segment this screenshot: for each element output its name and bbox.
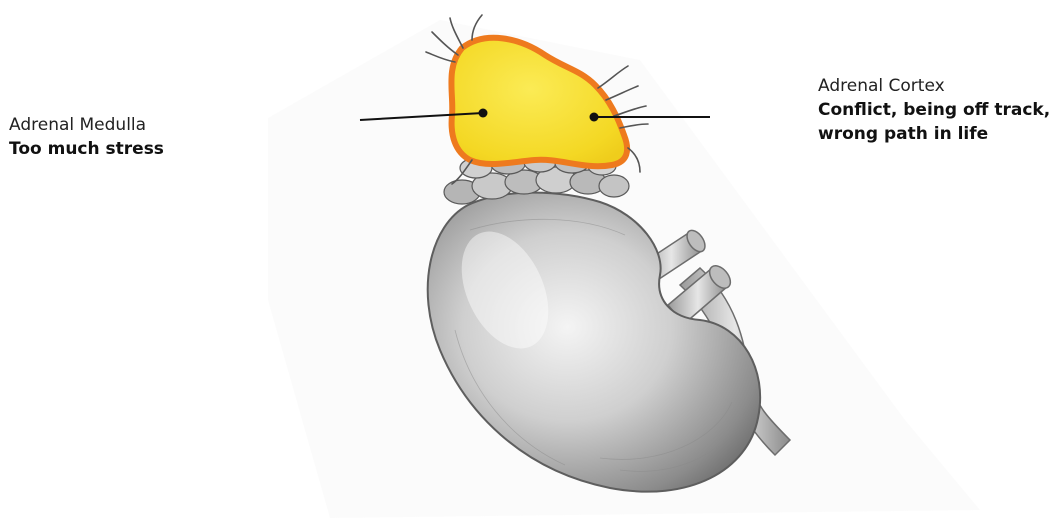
adrenal-cortex-name: Adrenal Cortex <box>818 74 1050 98</box>
adrenal-medulla-label: Adrenal Medulla Too much stress <box>9 113 164 161</box>
cortex-leader-dot <box>590 113 599 122</box>
adrenal-medulla-name: Adrenal Medulla <box>9 113 164 137</box>
medulla-leader-dot <box>479 109 488 118</box>
adrenal-cortex-description-line-1: Conflict, being off track, <box>818 98 1050 122</box>
adrenal-medulla-description: Too much stress <box>9 137 164 161</box>
adrenal-cortex-label: Adrenal Cortex Conflict, being off track… <box>818 74 1050 146</box>
adrenal-cortex-description-line-2: wrong path in life <box>818 122 1050 146</box>
